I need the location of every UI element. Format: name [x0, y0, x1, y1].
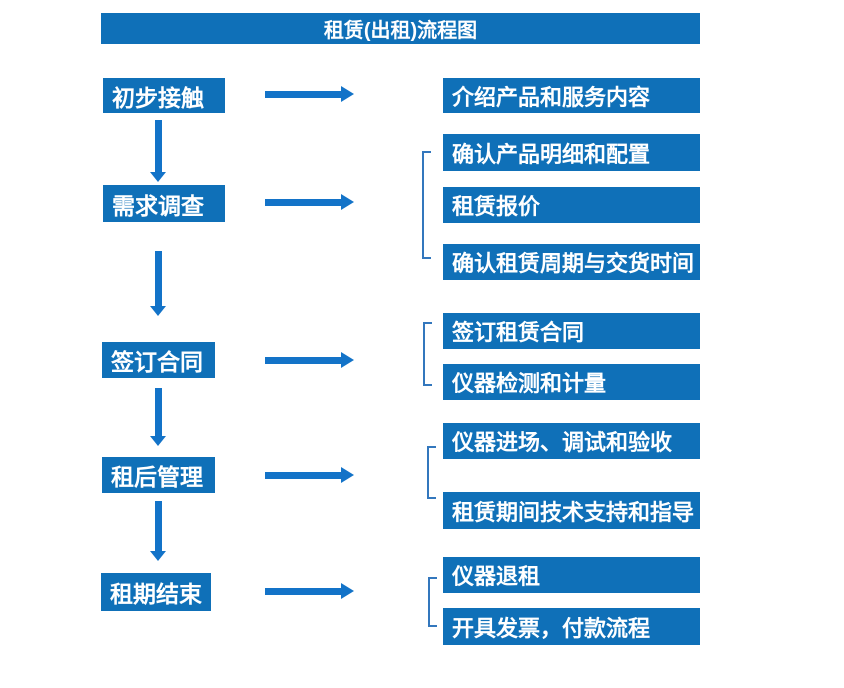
- flow-detail-box: 租赁报价: [443, 187, 700, 223]
- flow-step-box-sign-contract: 签订合同: [102, 342, 215, 378]
- group-bracket-sign-contract: [423, 322, 432, 386]
- group-bracket-rental-end: [428, 577, 437, 627]
- group-bracket-demand-survey: [422, 151, 431, 259]
- flow-step-box-post-rental: 租后管理: [102, 457, 215, 493]
- flowchart-title: 租赁(出租)流程图: [323, 20, 478, 42]
- flow-detail-box: 确认租赁周期与交货时间: [443, 244, 700, 280]
- flow-step-box-initial-contact: 初步接触: [103, 78, 225, 113]
- flow-step-box-rental-end: 租期结束: [101, 573, 211, 611]
- flow-detail-box: 仪器进场、调试和验收: [443, 423, 700, 459]
- flow-step-box-demand-survey: 需求调查: [103, 185, 225, 222]
- group-bracket-post-rental: [427, 446, 436, 499]
- flow-detail-box: 介绍产品和服务内容: [443, 78, 700, 113]
- flow-detail-box: 仪器退租: [443, 557, 700, 593]
- flowchart-title-bar: 租赁(出租)流程图: [101, 13, 700, 44]
- flow-detail-box: 签订租赁合同: [443, 313, 700, 349]
- flow-detail-box: 租赁期间技术支持和指导: [443, 492, 700, 529]
- flow-detail-box: 开具发票，付款流程: [443, 608, 700, 645]
- flow-detail-box: 仪器检测和计量: [443, 364, 700, 400]
- flow-detail-box: 确认产品明细和配置: [443, 134, 700, 171]
